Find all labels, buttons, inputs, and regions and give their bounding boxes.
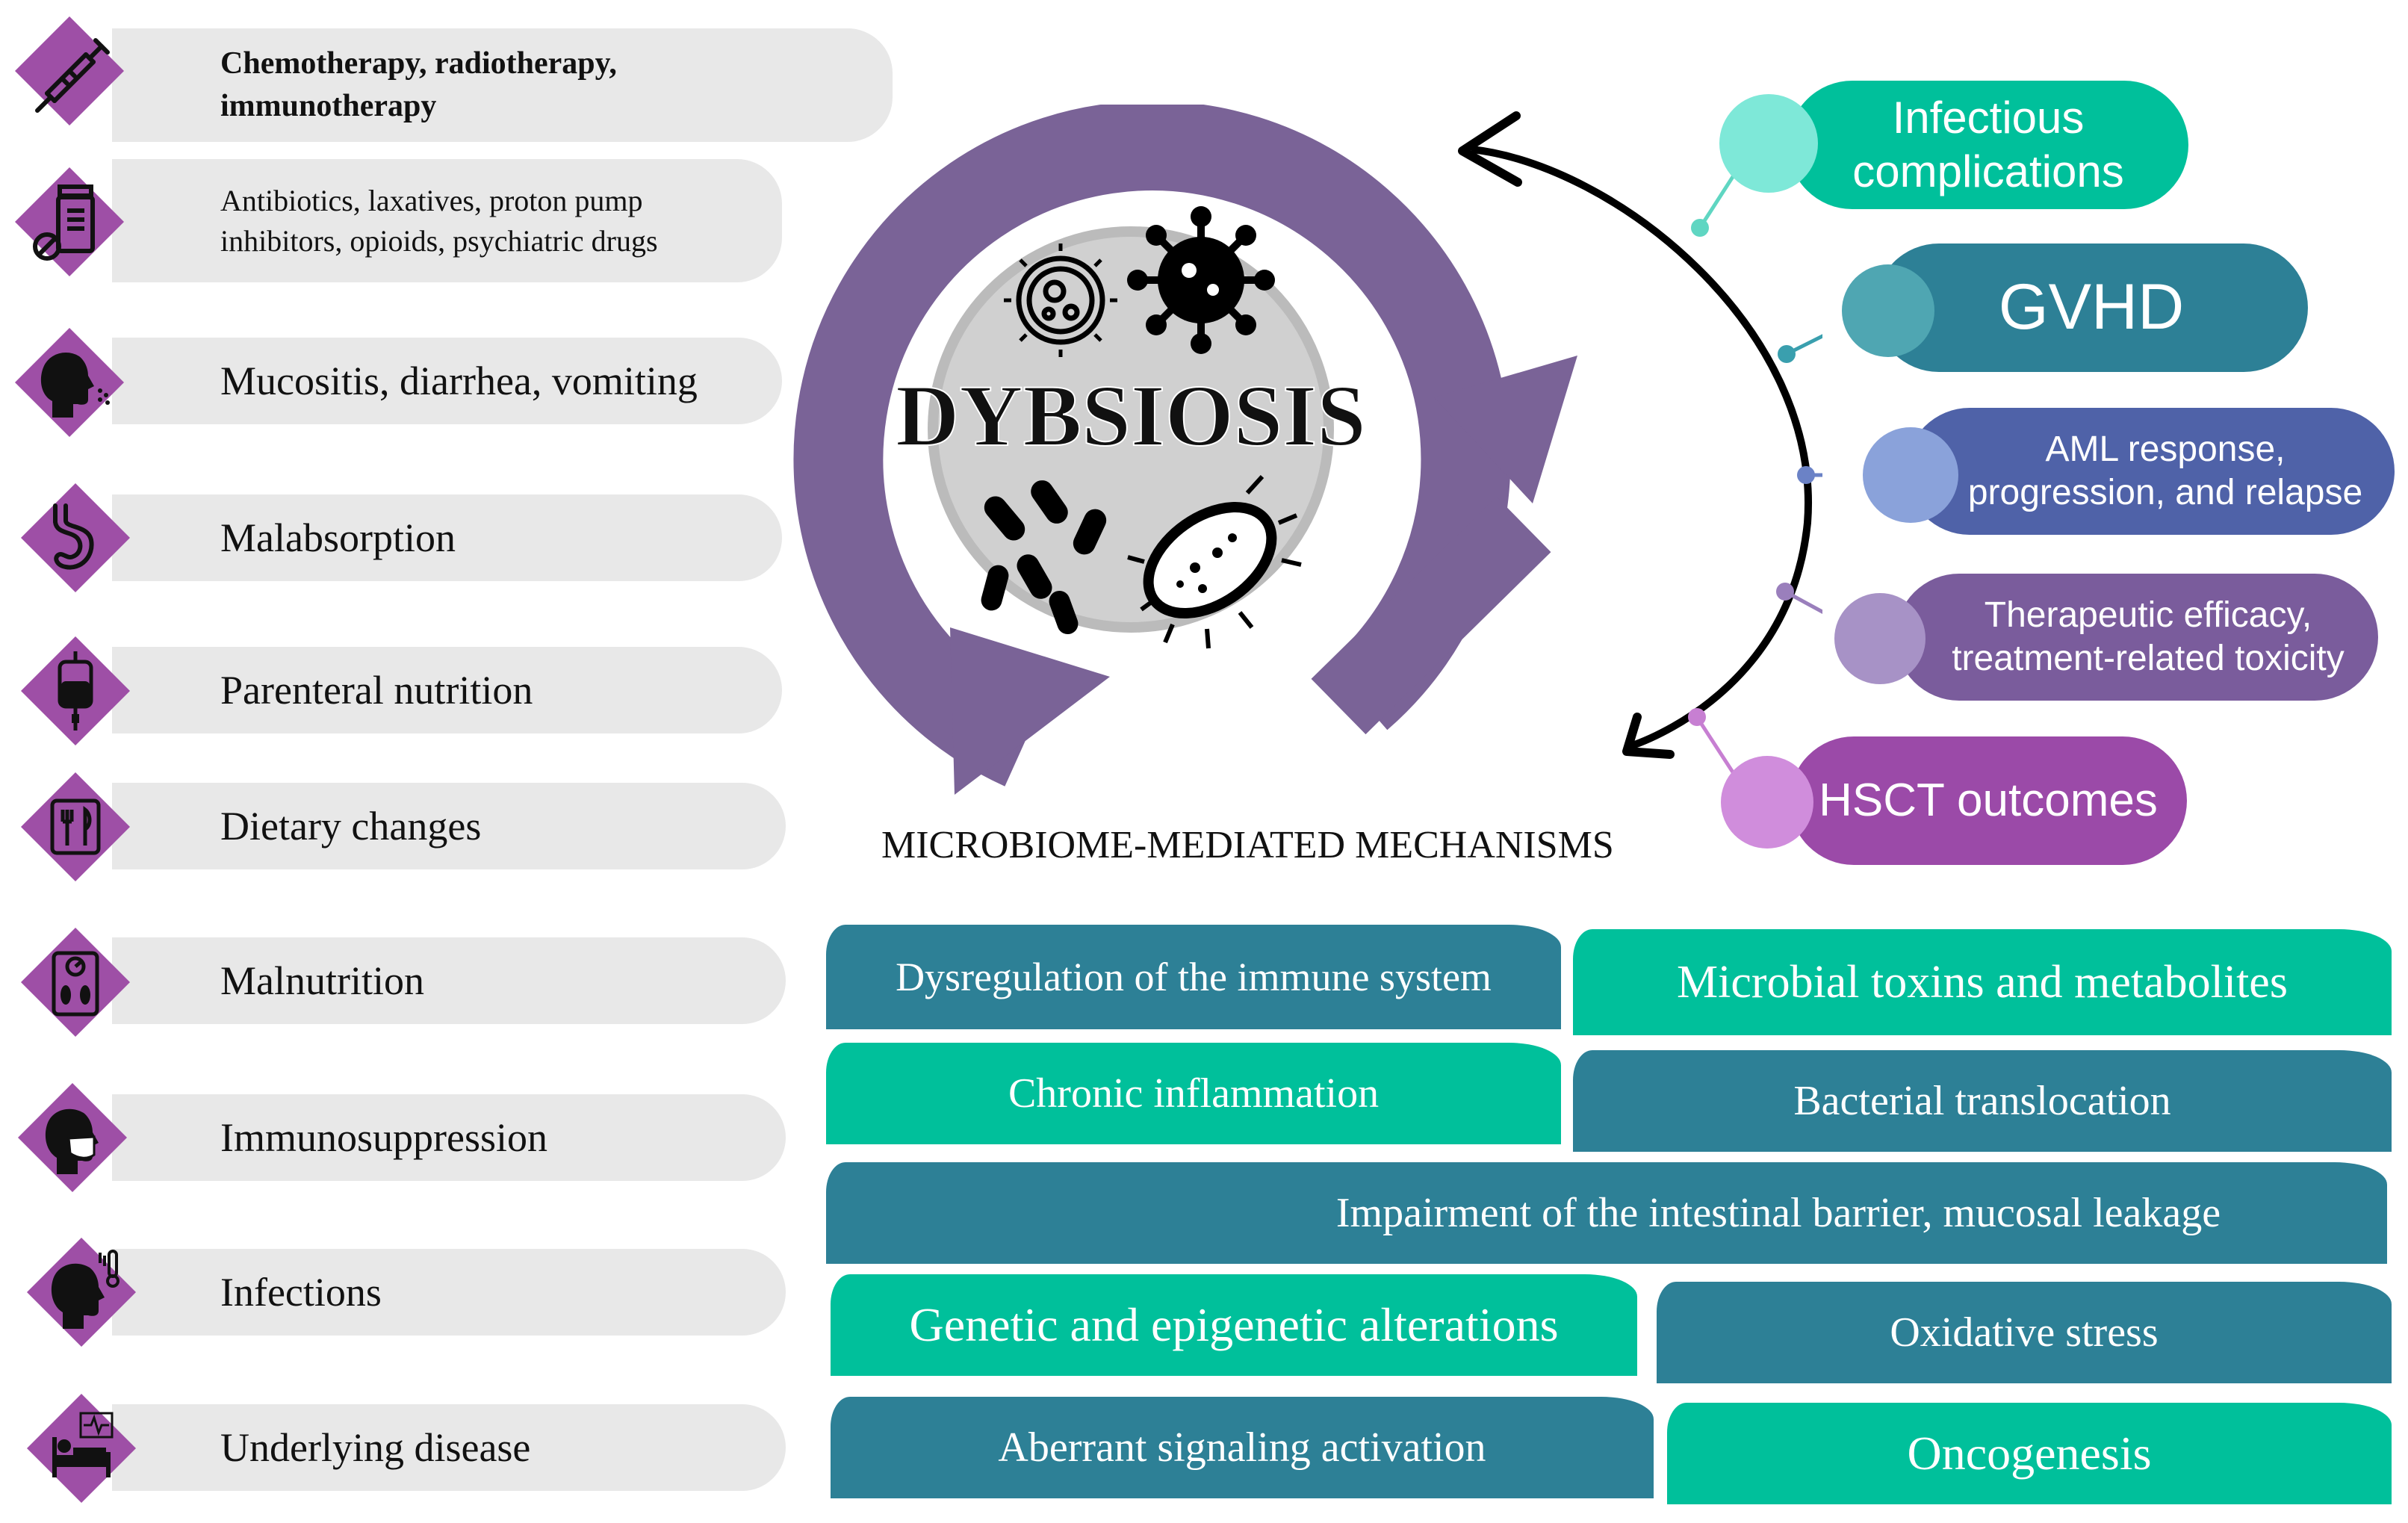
factor-pill-8: Immunosuppression	[112, 1094, 786, 1181]
outcome-dot-4	[1834, 593, 1926, 684]
virus-icon	[1127, 206, 1275, 354]
mechanism-oncogenesis: Oncogenesis	[1667, 1403, 2392, 1504]
factor-label-8: Immunosuppression	[220, 1115, 547, 1160]
mechanism-label-5: Impairment of the intestinal barrier, mu…	[1335, 1190, 2221, 1236]
cycle-arrowhead	[950, 627, 1110, 795]
mechanism-label-6: Genetic and epigenetic alterations	[909, 1298, 1559, 1351]
factor-label-5: Parenteral nutrition	[220, 668, 533, 713]
mechanism-genetic-epigenetic: Genetic and epigenetic alterations	[831, 1274, 1637, 1376]
outcome-label-2: GVHD	[1998, 271, 2185, 344]
outcome-dot-3	[1863, 427, 1958, 523]
outcome-arrowhead	[1434, 356, 1577, 503]
outcome-aml-response: AML response, progression, and relapse	[1906, 408, 2395, 535]
outcome-curve	[1458, 111, 1822, 792]
factor-label-9: Infections	[220, 1270, 382, 1315]
dysbiosis-cycle-graphic: DYBSIOSIS	[793, 105, 1577, 795]
cycle-arrow-arc	[793, 105, 1511, 787]
pill-bottle-icon	[13, 166, 125, 278]
mechanism-dysregulation-immune: Dysregulation of the immune system	[826, 925, 1561, 1029]
mechanism-oxidative-stress: Oxidative stress	[1657, 1282, 2392, 1383]
factor-label-1: Chemotherapy, radiotherapy, immunotherap…	[220, 46, 617, 123]
mechanism-microbial-toxins: Microbial toxins and metabolites	[1573, 929, 2392, 1035]
outcome-dot-5	[1721, 756, 1813, 849]
syringe-icon	[13, 15, 125, 127]
mechanism-label-8: Aberrant signaling activation	[998, 1424, 1486, 1471]
mechanism-chronic-inflammation: Chronic inflammation	[826, 1043, 1561, 1144]
mechanism-label-4: Bacterial translocation	[1793, 1078, 2171, 1124]
mechanism-label-9: Oncogenesis	[1907, 1427, 2152, 1480]
fork-knife-icon	[19, 771, 131, 883]
mechanism-intestinal-barrier: Impairment of the intestinal barrier, mu…	[826, 1162, 2387, 1264]
outcome-label-1: Infectious complications	[1852, 93, 2124, 196]
bacterium-icon	[1127, 474, 1302, 649]
factor-label-7: Malnutrition	[220, 958, 424, 1003]
hospital-bed-icon	[25, 1392, 137, 1504]
outcome-gvhd: GVHD	[1875, 244, 2308, 372]
factor-pill-4: Malabsorption	[112, 494, 782, 581]
amoeba-icon	[1004, 244, 1117, 357]
factor-pill-6: Dietary changes	[112, 783, 786, 869]
factor-label-4: Malabsorption	[220, 515, 456, 560]
factor-pill-7: Malnutrition	[112, 937, 786, 1024]
factor-label-2: Antibiotics, laxatives, proton pump inhi…	[220, 183, 658, 258]
stomach-icon	[19, 482, 131, 594]
factor-label-3: Mucositis, diarrhea, vomiting	[220, 359, 698, 403]
factor-pill-10: Underlying disease	[112, 1404, 786, 1491]
mask-head-icon	[16, 1082, 128, 1194]
outcome-dot-1	[1719, 94, 1818, 193]
factor-pill-3: Mucositis, diarrhea, vomiting	[112, 338, 782, 424]
outcome-arrow-shaft	[1311, 496, 1551, 735]
mechanism-label-2: Microbial toxins and metabolites	[1677, 956, 2288, 1008]
mechanism-aberrant-signaling: Aberrant signaling activation	[831, 1397, 1654, 1498]
mechanism-label-3: Chronic inflammation	[1008, 1070, 1380, 1117]
outcome-label-4: Therapeutic efficacy, treatment-related …	[1952, 595, 2345, 678]
factor-pill-1: Chemotherapy, radiotherapy, immunotherap…	[112, 28, 893, 142]
mechanism-label-1: Dysregulation of the immune system	[896, 955, 1492, 999]
outcome-label-3: AML response, progression, and relapse	[1967, 429, 2363, 512]
outcome-infectious-complications: Infectious complications	[1788, 81, 2188, 209]
iv-bag-icon	[19, 635, 131, 747]
factor-pill-2: Antibiotics, laxatives, proton pump inhi…	[112, 159, 782, 282]
bacilli-icon	[981, 480, 1107, 635]
factor-label-10: Underlying disease	[220, 1425, 531, 1470]
factor-pill-5: Parenteral nutrition	[112, 647, 782, 733]
mechanisms-subtitle: MICROBIOME-MEDIATED MECHANISMS	[881, 824, 1614, 866]
outcome-therapeutic-efficacy: Therapeutic efficacy, treatment-related …	[1896, 574, 2378, 701]
outcome-hsct-outcomes: HSCT outcomes	[1790, 736, 2187, 865]
fever-head-icon	[25, 1236, 137, 1348]
factor-label-6: Dietary changes	[220, 804, 482, 849]
mechanism-label-7: Oxidative stress	[1890, 1309, 2159, 1356]
dysbiosis-title: DYBSIOSIS	[896, 367, 1366, 465]
outcome-dot-2	[1842, 264, 1934, 357]
scale-icon	[19, 926, 131, 1038]
vomiting-head-icon	[13, 326, 125, 438]
outcome-label-5: HSCT outcomes	[1819, 774, 2158, 826]
factor-pill-9: Infections	[112, 1249, 786, 1336]
mechanism-bacterial-translocation: Bacterial translocation	[1573, 1050, 2392, 1152]
